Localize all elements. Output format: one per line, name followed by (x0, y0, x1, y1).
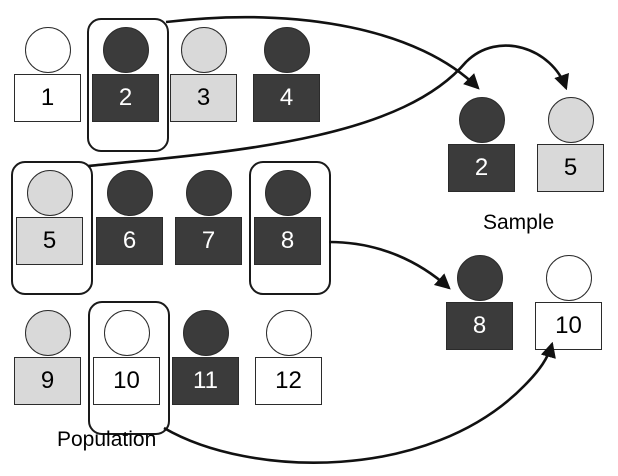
population-item-8[interactable]: 8 (254, 170, 321, 265)
sample-item-5[interactable]: 5 (537, 97, 604, 192)
unit-circle-5 (26, 170, 73, 216)
selection-outline-8 (249, 161, 331, 295)
unit-number-9: 9 (14, 357, 81, 405)
population-item-11[interactable]: 11 (172, 310, 239, 405)
unit-number-4: 4 (253, 74, 320, 122)
unit-circle-9 (24, 310, 71, 356)
sample-item-2[interactable]: 2 (448, 97, 515, 192)
population-label: Population (57, 428, 157, 451)
unit-number-3: 3 (170, 74, 237, 122)
population-item-3[interactable]: 3 (170, 27, 237, 122)
unit-circle-3 (180, 27, 227, 73)
arrow-8-to-sample (328, 240, 451, 290)
sample-circle-5 (547, 97, 594, 143)
unit-number-10: 10 (93, 357, 160, 405)
sample-item-10[interactable]: 10 (535, 255, 602, 350)
unit-circle-10 (103, 310, 150, 356)
selection-outline-10 (88, 301, 170, 435)
unit-circle-8 (264, 170, 311, 216)
population-item-6[interactable]: 6 (96, 170, 163, 265)
unit-number-8: 8 (254, 217, 321, 265)
selection-outline-2 (87, 18, 169, 152)
population-item-10[interactable]: 10 (93, 310, 160, 405)
population-item-9[interactable]: 9 (14, 310, 81, 405)
sample-circle-2 (458, 97, 505, 143)
unit-number-6: 6 (96, 217, 163, 265)
unit-circle-4 (263, 27, 310, 73)
sample-circle-10 (545, 255, 592, 301)
population-item-1[interactable]: 1 (14, 27, 81, 122)
population-item-5[interactable]: 5 (16, 170, 83, 265)
sample-number-2: 2 (448, 144, 515, 192)
sample-number-10: 10 (535, 302, 602, 350)
population-item-7[interactable]: 7 (175, 170, 242, 265)
sample-item-8[interactable]: 8 (446, 255, 513, 350)
sample-number-8: 8 (446, 302, 513, 350)
population-item-12[interactable]: 12 (255, 310, 322, 405)
unit-circle-1 (24, 27, 71, 73)
sample-label: Sample (483, 211, 555, 234)
unit-circle-6 (106, 170, 153, 216)
population-item-4[interactable]: 4 (253, 27, 320, 122)
unit-number-1: 1 (14, 74, 81, 122)
sample-circle-8 (456, 255, 503, 301)
unit-circle-12 (265, 310, 312, 356)
unit-number-12: 12 (255, 357, 322, 405)
unit-number-7: 7 (175, 217, 242, 265)
unit-number-5: 5 (16, 217, 83, 265)
sample-number-5: 5 (537, 144, 604, 192)
unit-circle-11 (182, 310, 229, 356)
unit-circle-7 (185, 170, 232, 216)
selection-outline-5 (11, 161, 93, 295)
unit-number-11: 11 (172, 357, 239, 405)
